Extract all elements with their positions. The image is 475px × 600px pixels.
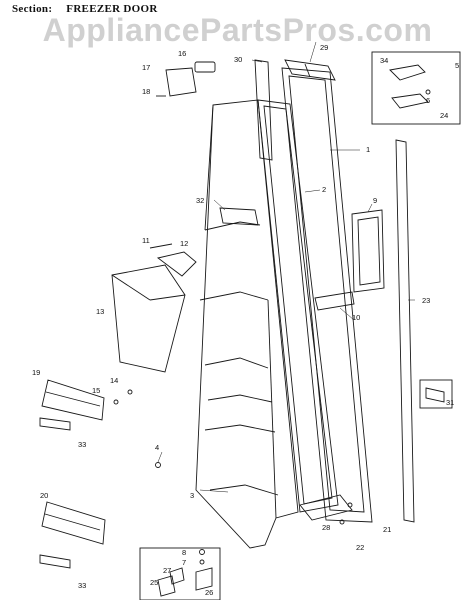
part-2-gasket[interactable] xyxy=(257,99,339,513)
part-33b-shelf-trim[interactable] xyxy=(39,554,71,569)
callout-14: 14 xyxy=(110,376,118,385)
part-28-bottom-hinge[interactable] xyxy=(299,494,353,521)
callout-11: 11 xyxy=(142,236,150,245)
part-21-hinge-pin[interactable] xyxy=(347,502,353,508)
part-29-top-bracket[interactable] xyxy=(284,59,336,81)
callout-10: 10 xyxy=(352,313,360,322)
callout-2: 2 xyxy=(322,185,326,194)
part-34-hinge-cover[interactable] xyxy=(389,64,426,81)
part-14-screw[interactable] xyxy=(127,389,133,395)
callout-27: 27 xyxy=(163,566,171,575)
callout-1: 1 xyxy=(366,145,370,154)
callout-33b: 33 xyxy=(78,581,86,590)
callout-16: 16 xyxy=(178,49,186,58)
callout-7: 7 xyxy=(182,558,186,567)
leader-lines xyxy=(157,41,415,493)
callout-30: 30 xyxy=(234,55,242,64)
part-6-washer[interactable] xyxy=(425,89,431,95)
callout-4: 4 xyxy=(155,443,159,452)
callout-24: 24 xyxy=(440,111,448,120)
part-16-switch[interactable] xyxy=(194,61,216,73)
part-27-bracket[interactable] xyxy=(169,567,185,585)
callout-32: 32 xyxy=(196,196,204,205)
inset-box-top-right xyxy=(371,51,461,125)
inset-box-bottom xyxy=(139,547,221,600)
callout-19: 19 xyxy=(32,368,40,377)
callout-9: 9 xyxy=(373,196,377,205)
part-10-door-frame[interactable] xyxy=(314,291,355,311)
part-24-hinge[interactable] xyxy=(391,93,429,109)
part-12-chute[interactable] xyxy=(156,251,197,277)
callout-31: 31 xyxy=(446,398,454,407)
callout-25: 25 xyxy=(150,578,158,587)
part-13-ice-bin[interactable] xyxy=(111,264,186,373)
part-15-screw[interactable] xyxy=(113,399,119,405)
callout-13: 13 xyxy=(96,307,104,316)
part-22-hinge-washer[interactable] xyxy=(339,519,345,525)
part-32-label[interactable] xyxy=(219,207,259,226)
callout-17: 17 xyxy=(142,63,150,72)
callout-21: 21 xyxy=(383,525,391,534)
callout-5: 5 xyxy=(455,61,459,70)
callout-labels: 1 2 3 4 5 6 7 8 9 10 11 12 13 14 15 16 1… xyxy=(32,43,459,597)
section-header: Section: FREEZER DOOR xyxy=(12,3,158,15)
part-9-panel-cover[interactable] xyxy=(351,209,385,293)
part-11-chute-pin[interactable] xyxy=(149,243,173,249)
part-23-trim-strip[interactable] xyxy=(395,139,415,523)
callout-18: 18 xyxy=(142,87,150,96)
part-4-screw[interactable] xyxy=(155,462,161,468)
part-3-door-liner[interactable] xyxy=(195,99,299,549)
callout-29: 29 xyxy=(320,43,328,52)
callout-12: 12 xyxy=(180,239,188,248)
part-8-screw[interactable] xyxy=(199,549,205,555)
callout-28: 28 xyxy=(322,523,330,532)
part-20-door-shelf[interactable] xyxy=(41,501,106,545)
callout-20: 20 xyxy=(40,491,48,500)
callout-6: 6 xyxy=(426,96,430,105)
callout-8: 8 xyxy=(182,548,186,557)
callout-15: 15 xyxy=(92,386,100,395)
callout-26: 26 xyxy=(205,588,213,597)
part-31-hinge-bracket[interactable] xyxy=(425,387,445,403)
callout-34: 34 xyxy=(380,56,388,65)
callout-33a: 33 xyxy=(78,440,86,449)
inset-box-part-31 xyxy=(419,379,453,409)
part-7-washer[interactable] xyxy=(199,559,205,565)
callout-22: 22 xyxy=(356,543,364,552)
part-30-handle-strip[interactable] xyxy=(254,59,273,161)
callout-3: 3 xyxy=(190,491,194,500)
section-name: FREEZER DOOR xyxy=(66,3,158,15)
part-25-bracket[interactable] xyxy=(157,575,176,597)
part-19-door-shelf[interactable] xyxy=(41,379,105,421)
callout-23: 23 xyxy=(422,296,430,305)
section-label: Section: xyxy=(12,3,53,15)
part-26-block[interactable] xyxy=(195,567,213,591)
part-33a-shelf-trim[interactable] xyxy=(39,417,71,431)
part-17-bracket[interactable] xyxy=(165,67,197,97)
